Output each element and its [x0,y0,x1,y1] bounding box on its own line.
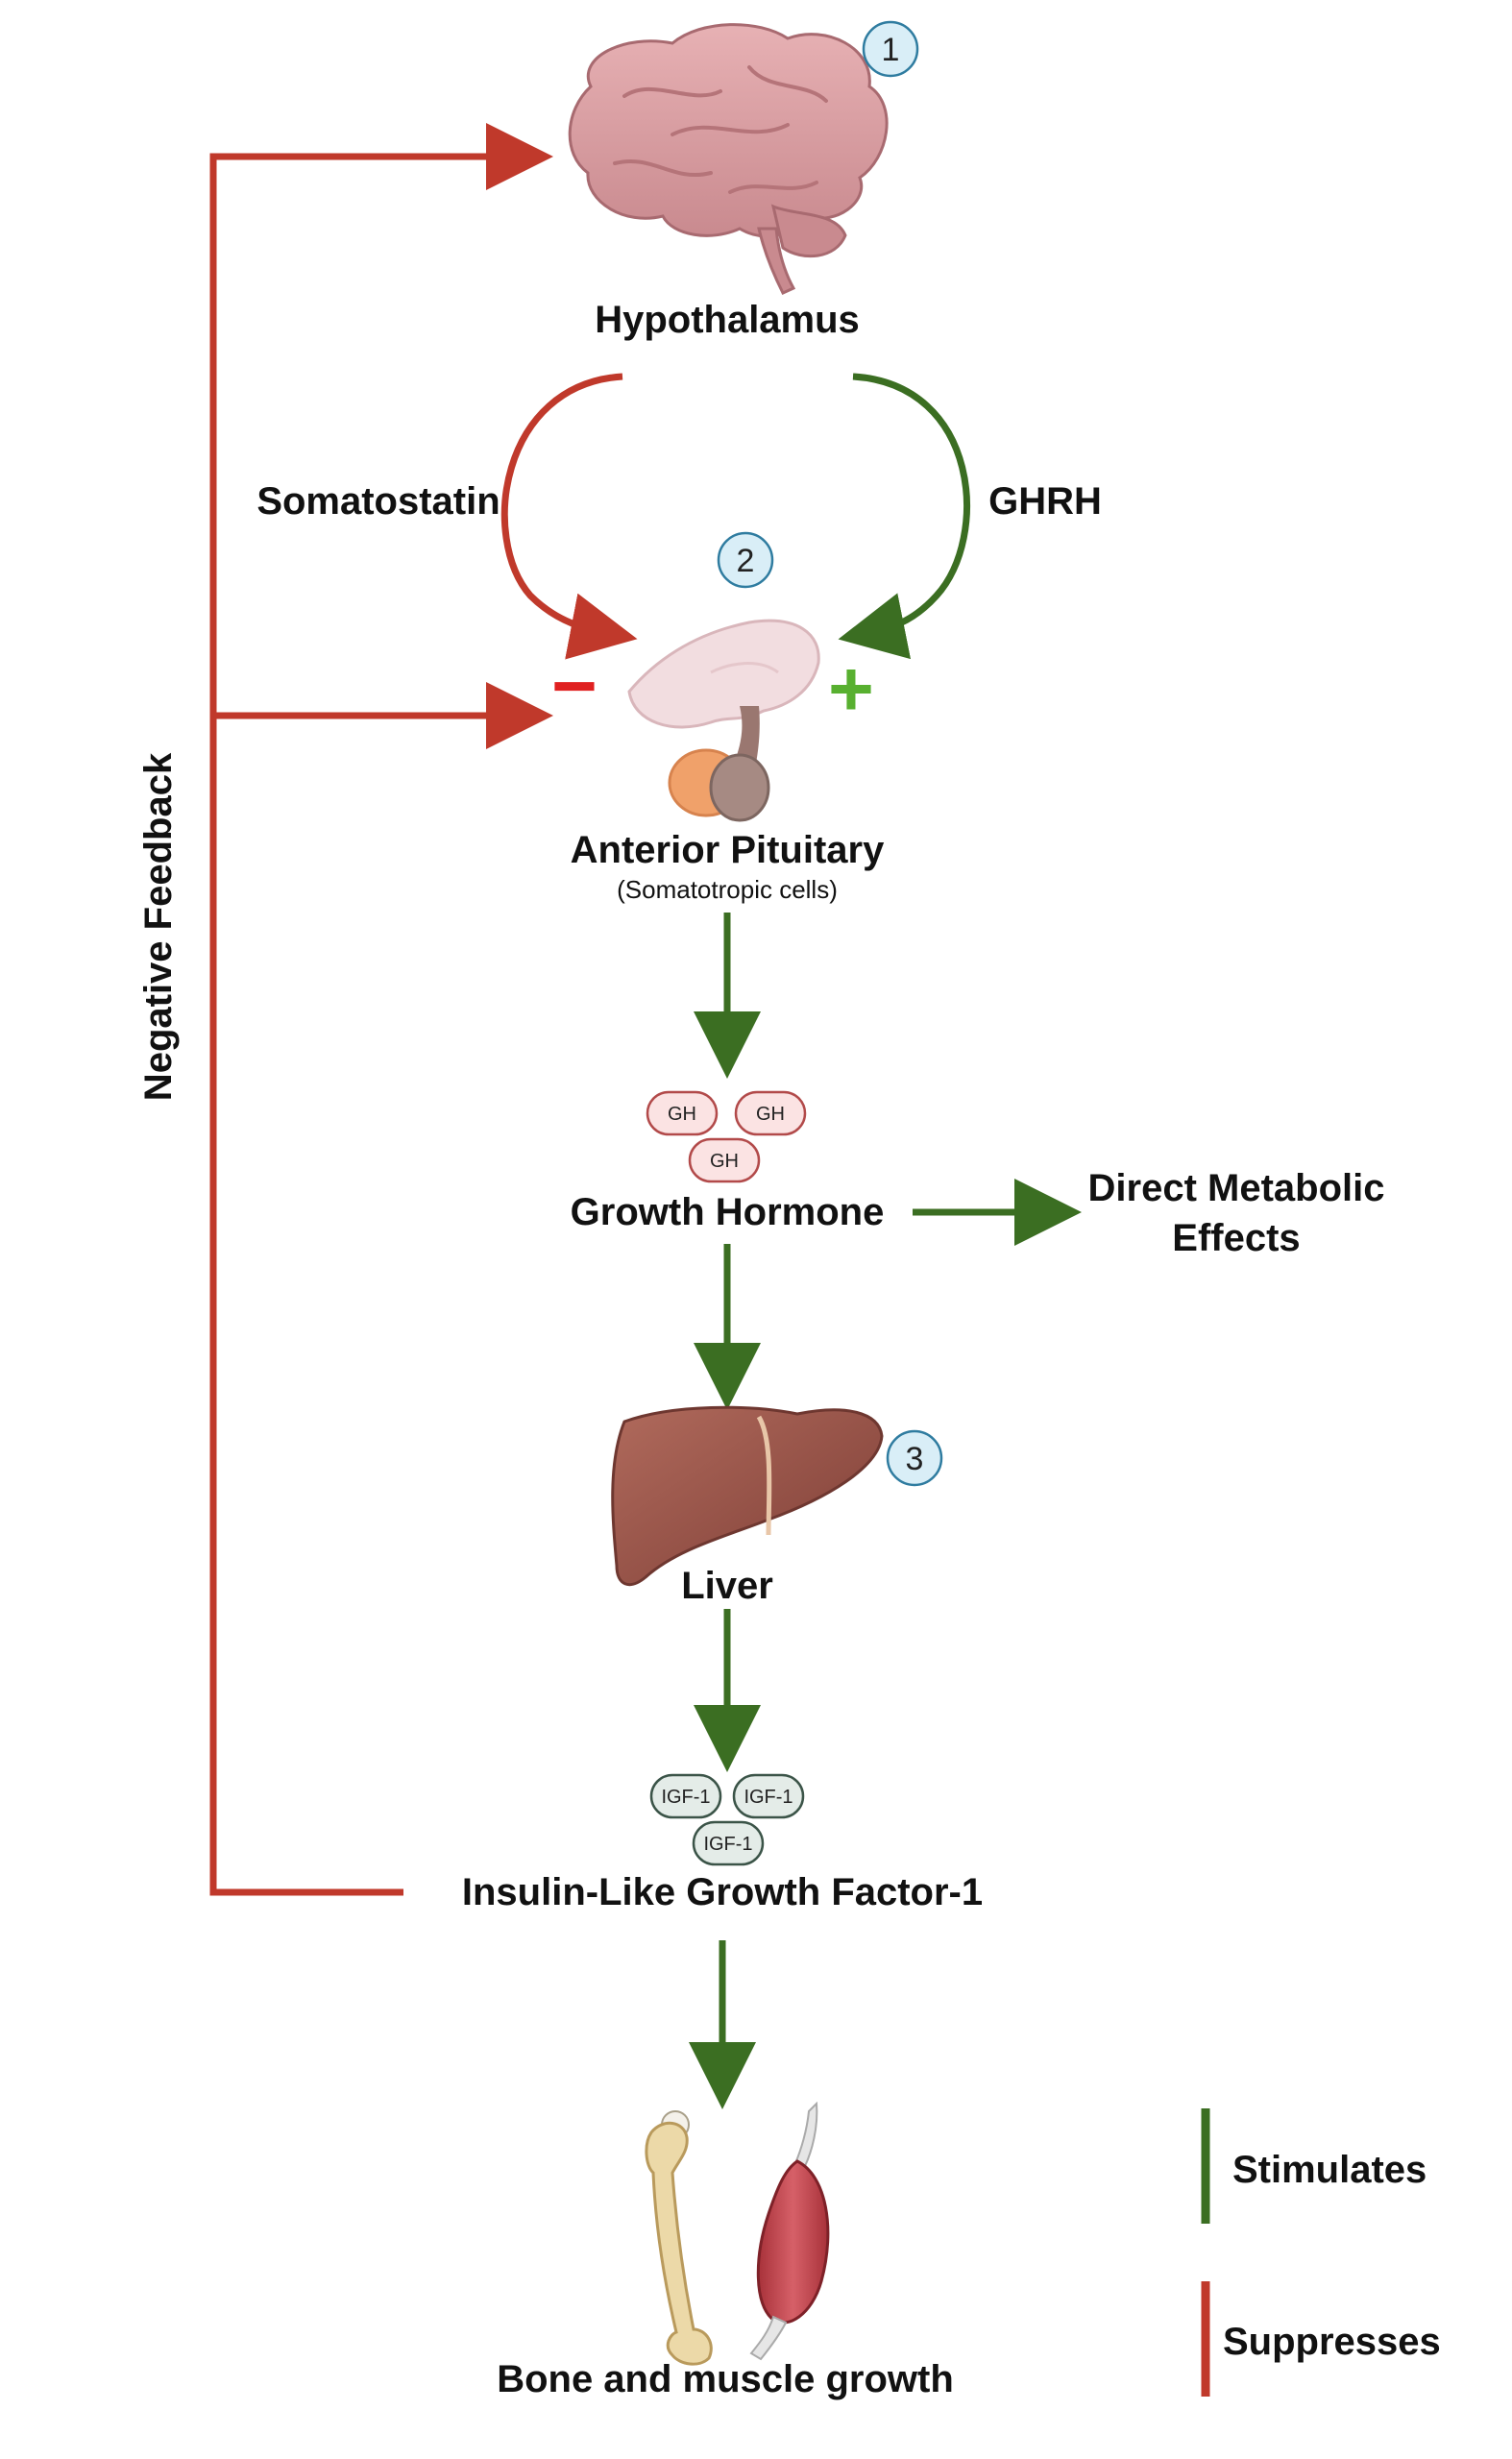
growth-hormone-label: Growth Hormone [571,1191,885,1233]
svg-text:3: 3 [906,1441,924,1477]
svg-text:1: 1 [882,32,900,68]
direct-metabolic-effects-line2: Effects [1172,1217,1300,1259]
bone-icon [645,2110,713,2366]
legend-suppresses-label: Suppresses [1223,2321,1441,2363]
gh-pill: GH [646,1090,719,1136]
somatostatin-label: Somatostatin [256,480,500,523]
legend-stimulates-label: Stimulates [1232,2149,1427,2191]
igf1-pill-group: IGF-1 IGF-1 IGF-1 [649,1773,805,1866]
brain-icon [568,23,889,295]
svg-text:IGF-1: IGF-1 [703,1834,752,1855]
plus-sign: + [828,645,874,733]
svg-text:GH: GH [668,1104,696,1125]
anterior-pituitary-label: Anterior Pituitary [571,829,885,871]
step-badge-2: 2 [717,531,774,589]
ghrh-label: GHRH [988,480,1102,523]
igf1-pill: IGF-1 [649,1773,722,1819]
svg-text:GH: GH [710,1151,739,1172]
feedback-line [209,123,553,1896]
direct-metabolic-effects-line1: Direct Metabolic [1088,1167,1385,1209]
muscle-icon [749,2101,830,2361]
step-badge-1: 1 [862,20,919,78]
legend: Stimulates Suppresses [1201,2108,1441,2397]
igf1-pill: IGF-1 [692,1820,765,1866]
minus-sign: − [551,643,597,730]
igf1-label: Insulin-Like Growth Factor-1 [462,1871,983,1913]
gh-pill-group: GH GH GH [646,1090,807,1183]
somatotropic-cells-label: (Somatotropic cells) [617,875,838,904]
svg-text:2: 2 [737,543,755,579]
svg-text:IGF-1: IGF-1 [744,1787,793,1808]
negative-feedback-label: Negative Feedback [137,752,180,1101]
svg-text:GH: GH [756,1104,785,1125]
hypothalamus-label: Hypothalamus [595,299,860,341]
gh-pill: GH [734,1090,807,1136]
step-badge-3: 3 [886,1429,943,1487]
bone-muscle-growth-label: Bone and muscle growth [497,2358,954,2400]
somatostatin-arrow [500,373,638,660]
svg-text:IGF-1: IGF-1 [661,1787,710,1808]
liver-label: Liver [681,1565,773,1607]
negative-feedback-loop [209,123,553,1896]
ghrh-arrow [838,373,970,660]
pituitary-icon [627,619,820,822]
liver-icon [611,1405,884,1587]
igf1-pill: IGF-1 [732,1773,805,1819]
gh-pill: GH [688,1137,761,1183]
